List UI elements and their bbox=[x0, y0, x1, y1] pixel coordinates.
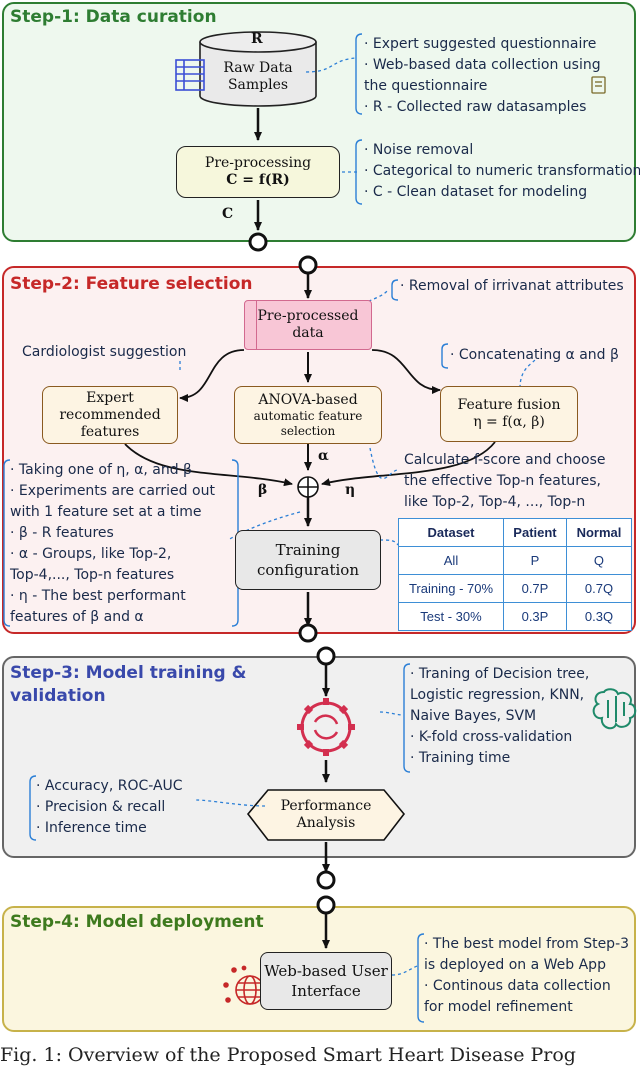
preprocessing-notes: · Noise removal · Categorical to numeric… bbox=[364, 140, 640, 203]
cardiologist-note: Cardiologist suggestion bbox=[22, 344, 187, 360]
performance-analysis-node: Performance Analysis bbox=[280, 798, 372, 831]
preprocessed-data-node: Pre-processed data bbox=[244, 300, 372, 350]
globe-network-icon bbox=[223, 965, 265, 1005]
dataset-split-table: Dataset Patient Normal All P Q Training … bbox=[398, 518, 633, 631]
table-cell: 0.7P bbox=[503, 574, 567, 603]
table-cell: Training - 70% bbox=[398, 574, 504, 603]
web-ui-node: Web-based User Interface bbox=[260, 952, 392, 1010]
table-cell: P bbox=[503, 546, 567, 575]
preprocessed-data-stripe bbox=[256, 300, 257, 350]
table-cell: 0.3Q bbox=[565, 602, 633, 631]
metric-note-1: · Accuracy, ROC-AUC bbox=[36, 778, 183, 794]
alpha-label: α bbox=[318, 448, 329, 464]
beta-label: β bbox=[258, 482, 268, 498]
raw-note-3: the questionnaire bbox=[364, 78, 488, 94]
raw-notes: · Expert suggested questionnaire · Web-b… bbox=[364, 34, 601, 118]
train-note-2: Logistic regression, KNN, bbox=[410, 687, 585, 703]
anova-subtitle: automatic feature selection bbox=[253, 408, 363, 438]
fs-note-8: features of β and α bbox=[10, 609, 144, 625]
train-note-5: · Training time bbox=[410, 750, 511, 766]
raw-note-4: · R - Collected raw datasamples bbox=[364, 99, 587, 115]
deploy-note-2: is deployed on a Web App bbox=[424, 957, 606, 973]
fs-note-2: · Experiments are carried out bbox=[10, 483, 215, 499]
fs-note-1: · Taking one of η, α, and β bbox=[10, 462, 192, 478]
fscore-notes: Calculate f-score and choose the effecti… bbox=[404, 450, 606, 513]
raw-note-2: · Web-based data collection using bbox=[364, 57, 601, 73]
deploy-note-1: · The best model from Step-3 bbox=[424, 936, 630, 952]
training-notes: · Traning of Decision tree, Logistic reg… bbox=[410, 664, 589, 769]
anova-node: ANOVA-based automatic feature selection bbox=[234, 386, 382, 444]
table-row: Training - 70% 0.7P 0.7Q bbox=[398, 574, 633, 603]
step4-title: Step-4: Model deployment bbox=[10, 912, 264, 932]
figure-caption: Fig. 1: Overview of the Proposed Smart H… bbox=[0, 1044, 576, 1066]
metric-note-3: · Inference time bbox=[36, 820, 147, 836]
fscore-note-1: Calculate f-score and choose bbox=[404, 452, 606, 468]
feature-set-notes: · Taking one of η, α, and β · Experiment… bbox=[10, 460, 215, 628]
pre-note-1: · Noise removal bbox=[364, 142, 474, 158]
eta-label: η bbox=[345, 482, 356, 498]
preprocessing-formula: C = f(R) bbox=[226, 172, 290, 188]
pre-note-3: · C - Clean dataset for modeling bbox=[364, 184, 588, 200]
metric-note-2: · Precision & recall bbox=[36, 799, 166, 815]
table-row: All P Q bbox=[398, 546, 633, 575]
gear-refresh-icon bbox=[297, 698, 355, 756]
expert-features-node: Expert recommended features bbox=[42, 386, 178, 444]
fs-note-5: · α - Groups, like Top-2, bbox=[10, 546, 172, 562]
table-header: Normal bbox=[565, 518, 633, 547]
fs-note-7: · η - The best performant bbox=[10, 588, 186, 604]
feature-fusion-node: Feature fusion η = f(α, β) bbox=[440, 386, 578, 442]
table-header: Patient bbox=[503, 518, 567, 547]
train-note-4: · K-fold cross-validation bbox=[410, 729, 573, 745]
step3-panel bbox=[2, 656, 636, 858]
train-note-3: Naive Bayes, SVM bbox=[410, 708, 537, 724]
step2-title: Step-2: Feature selection bbox=[10, 274, 253, 294]
document-icon bbox=[591, 76, 606, 94]
c-edge-label: C bbox=[222, 206, 234, 222]
train-note-1: · Traning of Decision tree, bbox=[410, 666, 590, 682]
table-header: Dataset bbox=[398, 518, 504, 547]
brain-circuit-icon bbox=[592, 688, 637, 730]
fs-note-6: Top-4,..., Top-n features bbox=[10, 567, 175, 583]
raw-note-1: · Expert suggested questionnaire bbox=[364, 36, 597, 52]
deployment-notes: · The best model from Step-3 is deployed… bbox=[424, 934, 629, 1018]
step1-panel bbox=[2, 2, 636, 242]
fscore-note-2: the effective Top-n features, bbox=[404, 473, 602, 489]
table-cell: All bbox=[398, 546, 504, 575]
step3-title-line2: validation bbox=[10, 686, 106, 706]
step1-title: Step-1: Data curation bbox=[10, 7, 217, 27]
table-header-row: Dataset Patient Normal bbox=[398, 518, 633, 547]
preprocessing-label: Pre-processing bbox=[204, 155, 312, 171]
removal-note: · Removal of irrivanat attributes bbox=[400, 278, 624, 294]
fusion-formula: η = f(α, β) bbox=[473, 414, 545, 430]
fusion-title: Feature fusion bbox=[457, 397, 561, 413]
deploy-note-3: · Continous data collection bbox=[424, 978, 611, 994]
fscore-note-3: like Top-2, Top-4, ..., Top-n bbox=[404, 494, 586, 510]
table-icon bbox=[175, 59, 205, 91]
pre-note-2: · Categorical to numeric transformation bbox=[364, 163, 640, 179]
deploy-note-4: for model refinement bbox=[424, 999, 573, 1015]
metrics-notes: · Accuracy, ROC-AUC · Precision & recall… bbox=[36, 776, 183, 839]
fs-note-4: · β - R features bbox=[10, 525, 114, 541]
fs-note-3: with 1 feature set at a time bbox=[10, 504, 202, 520]
concat-note: · Concatenating α and β bbox=[450, 347, 619, 363]
raw-data-samples: Raw Data Samples bbox=[223, 60, 293, 93]
raw-label-r: R bbox=[251, 31, 263, 47]
table-cell: 0.7Q bbox=[565, 574, 633, 603]
table-cell: Q bbox=[565, 546, 633, 575]
table-cell: 0.3P bbox=[503, 602, 567, 631]
step3-title-line1: Step-3: Model training & bbox=[10, 663, 247, 683]
anova-title: ANOVA-based bbox=[258, 391, 358, 408]
table-cell: Test - 30% bbox=[398, 602, 504, 631]
table-row: Test - 30% 0.3P 0.3Q bbox=[398, 602, 633, 631]
preprocessing-node: Pre-processing C = f(R) bbox=[176, 146, 340, 198]
training-config-node: Training configuration bbox=[235, 530, 381, 590]
